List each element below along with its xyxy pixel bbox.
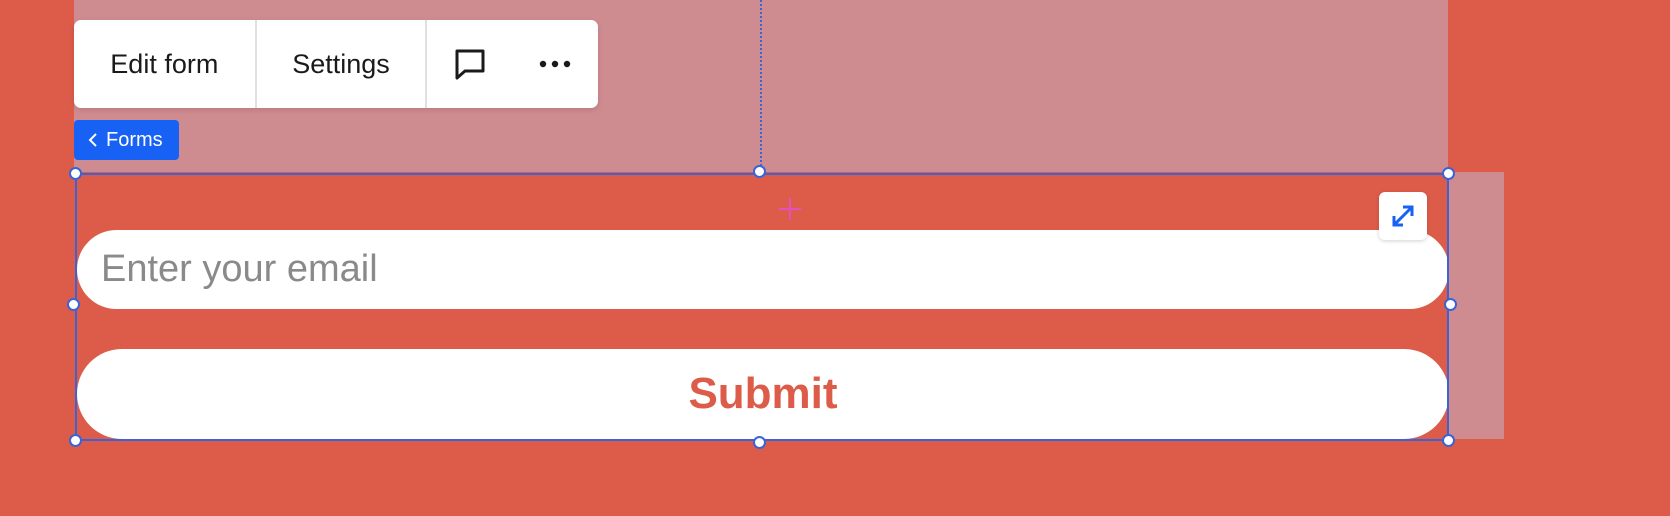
element-toolbar: Edit form Settings — [74, 20, 598, 108]
resize-handle-bottom-left[interactable] — [69, 434, 82, 447]
comment-icon — [455, 49, 485, 80]
settings-button[interactable]: Settings — [292, 48, 390, 79]
add-element-plus-icon[interactable] — [777, 196, 803, 222]
resize-handle-top-right[interactable] — [1442, 167, 1455, 180]
toolbar-divider — [425, 20, 428, 108]
resize-handle-middle-left[interactable] — [67, 298, 80, 311]
side-overlay — [1448, 172, 1504, 439]
resize-handle-top-left[interactable] — [69, 167, 82, 180]
toolbar-divider — [254, 20, 257, 108]
submit-button[interactable]: Submit — [77, 349, 1449, 439]
comment-button[interactable] — [427, 20, 512, 108]
resize-handle-top-center[interactable] — [753, 165, 766, 178]
more-options-icon — [540, 60, 571, 68]
expand-icon — [1392, 205, 1414, 227]
forms-breadcrumb-label: Forms — [106, 128, 163, 151]
chevron-left-icon — [88, 133, 97, 147]
edit-form-button[interactable]: Edit form — [110, 48, 219, 79]
center-guide-line — [760, 0, 762, 170]
resize-handle-middle-right[interactable] — [1444, 298, 1457, 311]
more-options-button[interactable] — [513, 20, 598, 108]
forms-breadcrumb-button[interactable]: Forms — [74, 120, 179, 160]
stretch-button[interactable] — [1379, 192, 1427, 240]
selection-frame — [75, 173, 1449, 441]
resize-handle-bottom-center[interactable] — [753, 436, 766, 449]
email-input[interactable]: Enter your email — [77, 230, 1449, 309]
resize-handle-bottom-right[interactable] — [1442, 434, 1455, 447]
